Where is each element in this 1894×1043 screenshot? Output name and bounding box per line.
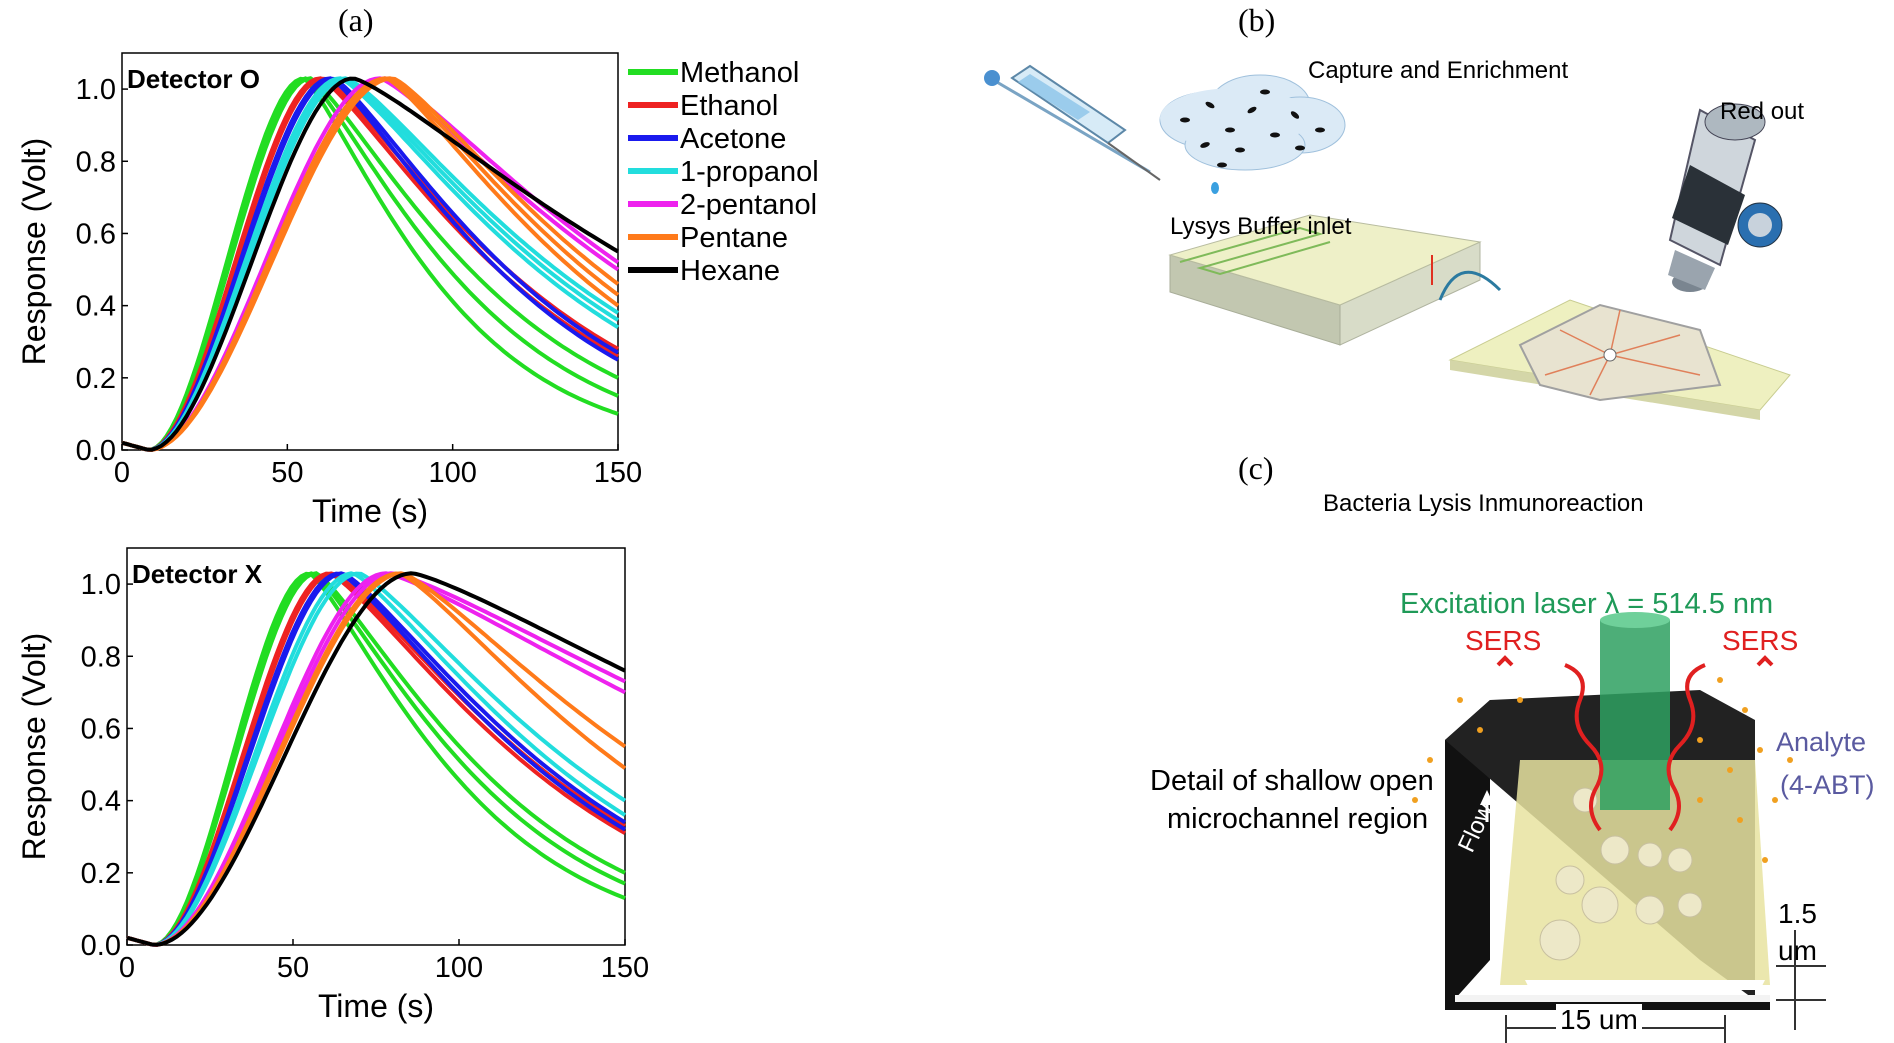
chart-title: Detector X bbox=[132, 559, 263, 589]
y-tick-label: 0.4 bbox=[76, 291, 116, 323]
y-tick-label: 0.2 bbox=[76, 363, 116, 395]
y-tick-label: 0.4 bbox=[81, 786, 121, 818]
y-tick-label: 0.8 bbox=[76, 146, 116, 178]
series-line-methanol-2 bbox=[121, 76, 619, 452]
x-tick-label: 0 bbox=[114, 457, 130, 489]
beads bbox=[1539, 787, 1703, 961]
panel-a-label: (a) bbox=[338, 2, 374, 38]
legend-label-2-pentanol: 2-pentanol bbox=[680, 189, 817, 221]
capture-label: Capture and Enrichment bbox=[1308, 57, 1569, 84]
legend-label-ethanol: Ethanol bbox=[680, 90, 778, 122]
series-line-1-propanol-0 bbox=[126, 571, 627, 947]
series-line-hexane-0 bbox=[121, 76, 620, 452]
cloud-icon bbox=[1159, 74, 1346, 194]
y-tick-label: 1.0 bbox=[81, 569, 121, 601]
immunoreaction-chip bbox=[1448, 299, 1791, 420]
width-label: 15 um bbox=[1556, 1004, 1642, 1036]
lysis-bottom-label: Bacteria Lysis Inmunoreaction bbox=[1323, 490, 1644, 517]
microchannel-body bbox=[1445, 690, 1770, 1010]
legend-label-hexane: Hexane bbox=[680, 255, 780, 287]
x-tick-label: 100 bbox=[435, 952, 483, 984]
depth-label: 1.5 bbox=[1778, 898, 1817, 929]
legend-label-pentane: Pentane bbox=[680, 222, 788, 254]
y-tick-label: 0.0 bbox=[81, 930, 121, 962]
y-tick-label: 0.8 bbox=[81, 641, 121, 673]
red-out-label: Red out bbox=[1720, 98, 1805, 125]
legend-label-methanol: Methanol bbox=[680, 57, 799, 89]
panel-c-label: (c) bbox=[1238, 450, 1274, 486]
y-tick-label: 0.0 bbox=[76, 435, 116, 467]
y-tick-label: 0.2 bbox=[81, 858, 121, 890]
laser-label: Excitation laser λ = 514.5 nm bbox=[1400, 588, 1774, 620]
sers-right-label: SERS bbox=[1722, 625, 1799, 656]
y-axis-label: Response (Volt) bbox=[16, 138, 52, 366]
y-axis-label: Response (Volt) bbox=[16, 633, 52, 861]
x-axis-label: Time (s) bbox=[318, 988, 434, 1024]
legend-label-1-propanol: 1-propanol bbox=[680, 156, 819, 188]
x-tick-label: 50 bbox=[271, 457, 303, 489]
objective-icon bbox=[1668, 103, 1783, 292]
laser-beam bbox=[1600, 612, 1670, 810]
depth-unit-label: um bbox=[1778, 935, 1817, 966]
x-tick-label: 100 bbox=[428, 457, 476, 489]
syringe-icon bbox=[984, 64, 1161, 181]
series-line-1-propanol-2 bbox=[121, 76, 620, 452]
analyte-sub-label: (4-ABT) bbox=[1780, 770, 1875, 800]
flow-label: Flow bbox=[1453, 799, 1499, 857]
panel-a-charts: 0 50 100 150 0.0 0.2 0.4 0.6 0.8 1.0 Detector O Tim… bbox=[16, 52, 819, 1024]
x-tick-label: 150 bbox=[594, 457, 642, 489]
y-tick-label: 1.0 bbox=[76, 74, 116, 106]
detail-label-1: Detail of shallow open bbox=[1150, 765, 1434, 797]
sers-arrows bbox=[1496, 655, 1774, 832]
y-tick-label: 0.6 bbox=[76, 218, 116, 250]
lysis-inlet-label: Lysys Buffer inlet bbox=[1170, 213, 1352, 240]
series-line-acetone-1 bbox=[126, 571, 627, 947]
sers-left-label: SERS bbox=[1465, 625, 1542, 656]
x-tick-label: 0 bbox=[119, 952, 135, 984]
series-line-methanol-2 bbox=[126, 571, 626, 947]
chart-title: Detector O bbox=[127, 64, 260, 94]
series-line-hexane-0 bbox=[126, 571, 626, 947]
analyte-label: Analyte bbox=[1776, 727, 1867, 757]
x-axis-label: Time (s) bbox=[312, 493, 428, 529]
x-tick-label: 50 bbox=[277, 952, 309, 984]
detail-label-2: microchannel region bbox=[1167, 803, 1429, 835]
legend-label-acetone: Acetone bbox=[680, 123, 786, 155]
y-tick-label: 0.6 bbox=[81, 713, 121, 745]
x-tick-label: 150 bbox=[601, 952, 649, 984]
panel-b-label: (b) bbox=[1238, 2, 1276, 38]
